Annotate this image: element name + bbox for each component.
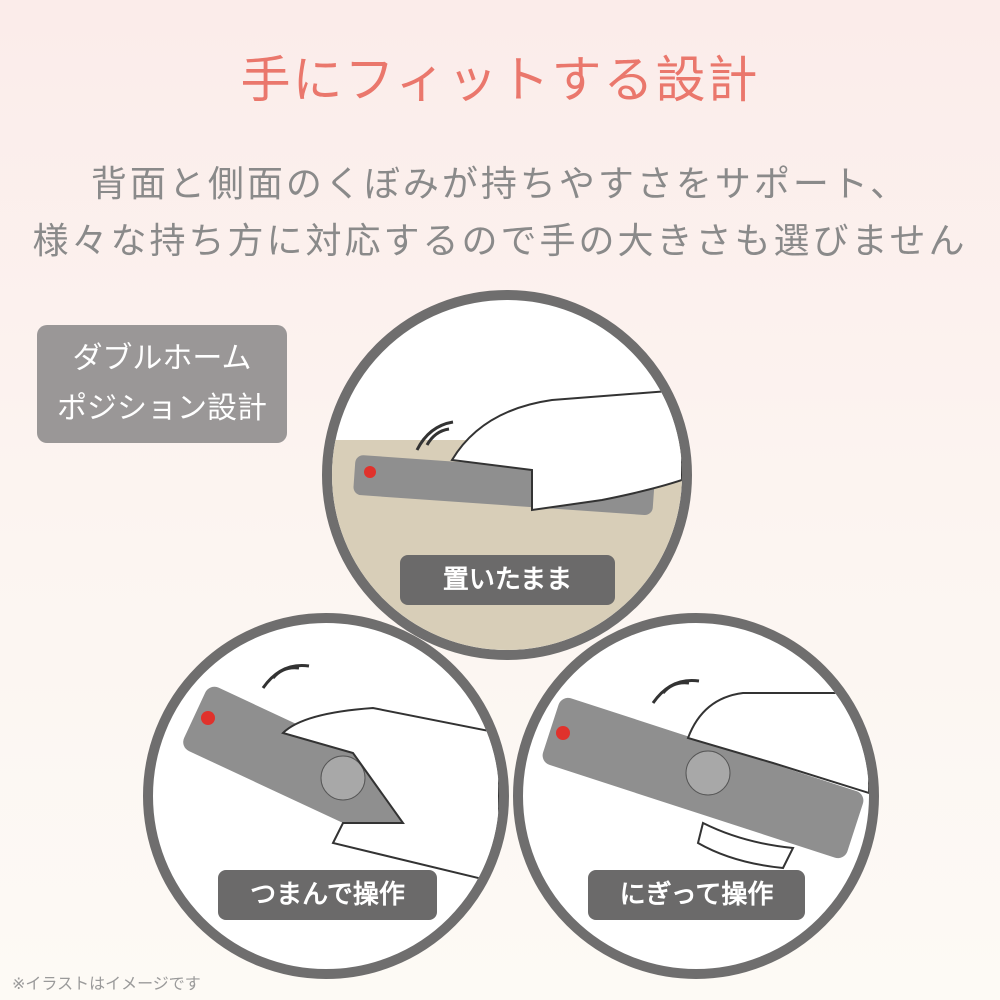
panel-on-table: 置いたまま xyxy=(322,290,692,660)
panel-label-grip: にぎって操作 xyxy=(588,870,805,920)
remote-pinch-illustration xyxy=(183,663,499,885)
badge-line-1: ダブルホーム xyxy=(72,341,252,376)
badge-line-2: ポジション設計 xyxy=(57,391,267,426)
panel-label-on-table: 置いたまま xyxy=(400,555,615,605)
feature-badge: ダブルホーム ポジション設計 xyxy=(37,325,287,443)
remote-on-table-illustration xyxy=(332,388,682,650)
panel-pinch: つまんで操作 xyxy=(143,613,509,979)
panel-label-pinch: つまんで操作 xyxy=(218,870,437,920)
page-title: 手にフィットする設計 xyxy=(240,51,760,109)
panel-grip: にぎって操作 xyxy=(513,613,879,979)
remote-grip-illustration xyxy=(542,678,869,870)
footnote: ※イラストはイメージです xyxy=(12,974,201,993)
subtitle-line-1: 背面と側面のくぼみが持ちやすさをサポート、 xyxy=(90,164,910,205)
subtitle-line-2: 様々な持ち方に対応するので手の大きさも選びません xyxy=(32,221,968,262)
